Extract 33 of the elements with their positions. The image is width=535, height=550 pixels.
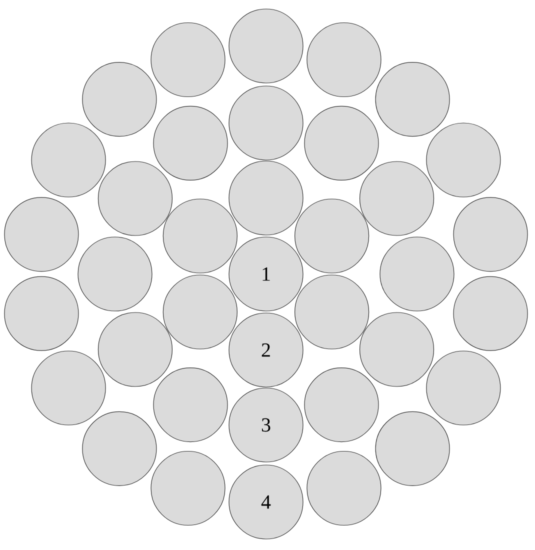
- strand-circle: [453, 276, 528, 351]
- strand-circle: [426, 350, 501, 426]
- strand-circle: [98, 161, 173, 236]
- strand-circle: [4, 197, 79, 272]
- strand-circle: [150, 450, 226, 526]
- strand-circle: [306, 450, 382, 526]
- strand-circle: [294, 274, 370, 350]
- strand-circle: [228, 8, 304, 84]
- strand-circle: [380, 236, 454, 312]
- strand-circle: [359, 312, 434, 387]
- strand-circle: [150, 22, 226, 98]
- strand-circle: [153, 106, 228, 181]
- strand-circle: [78, 236, 152, 312]
- strand-circle: [359, 161, 434, 236]
- strand-circle: [82, 62, 157, 137]
- strand-circle: [304, 106, 379, 181]
- strand-circle: [375, 411, 450, 486]
- strand-circle: [304, 367, 379, 442]
- strand-circle: [375, 62, 450, 137]
- strand-circle: [453, 197, 528, 272]
- strand-circle: [31, 122, 106, 198]
- strand-circle: [153, 367, 228, 442]
- strand-circle: [228, 160, 304, 236]
- strand-circle: [162, 198, 238, 274]
- strand-circle: [82, 411, 157, 486]
- strand-circle: [228, 86, 304, 160]
- strand-circle: [162, 274, 238, 350]
- strand-circle: [31, 350, 106, 426]
- strand-circle: [306, 22, 382, 98]
- strand-circle: [98, 312, 173, 387]
- strand-circle: [426, 122, 501, 198]
- strand-circle: [4, 276, 79, 351]
- strand-circle: [294, 198, 370, 274]
